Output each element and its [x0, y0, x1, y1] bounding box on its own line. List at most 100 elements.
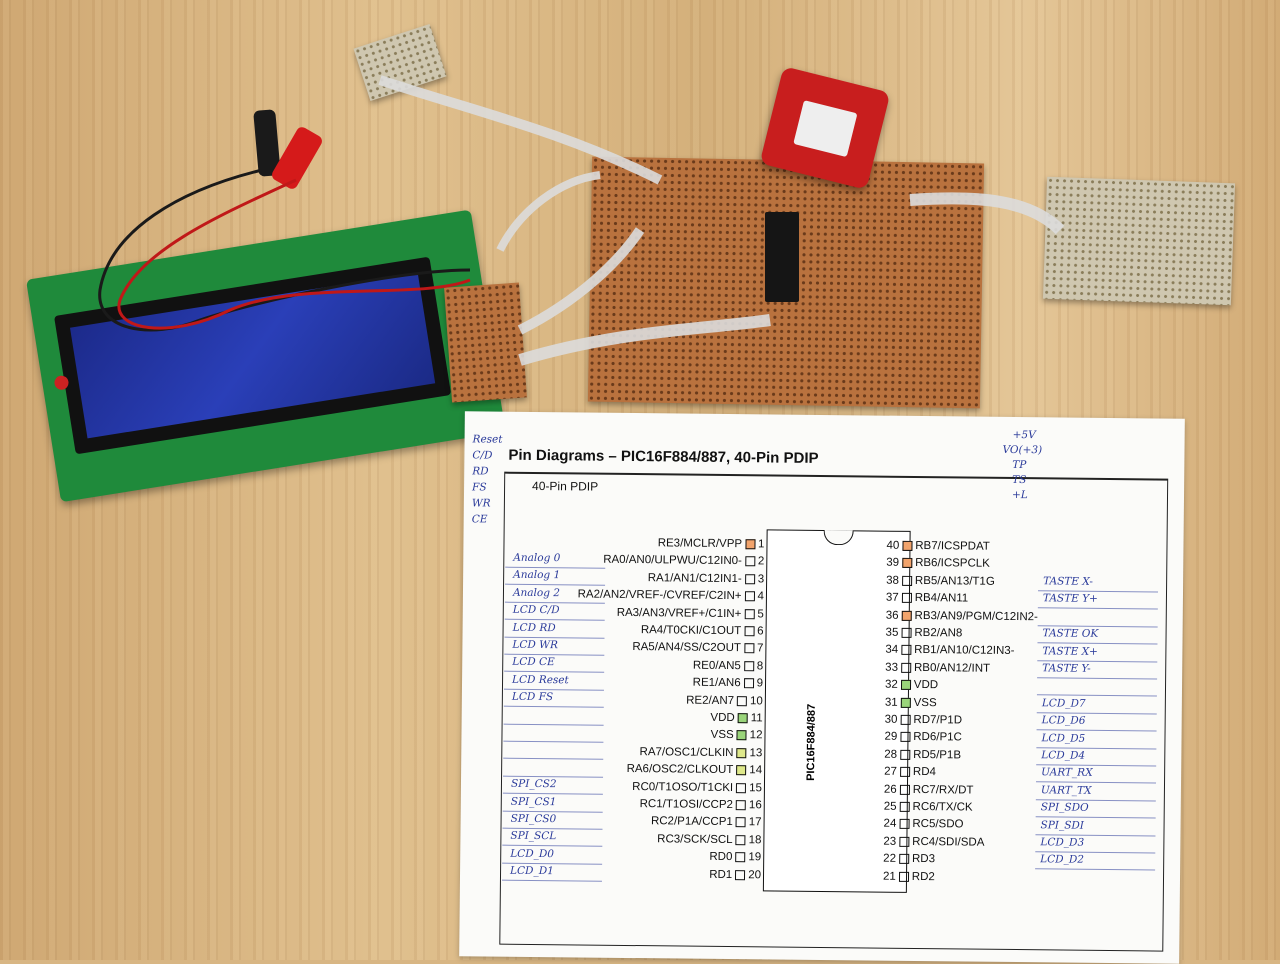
pin-label: RC3/SCK/SCL — [657, 833, 733, 846]
pin-label: RA7/OSC1/CLKIN — [639, 745, 734, 759]
pin-row-left: RA2/AN2/VREF-/CVREF/C2IN+ 4 — [578, 589, 764, 603]
pin-marker — [899, 819, 910, 830]
pic-microcontroller-chip — [765, 212, 799, 302]
pin-marker — [900, 732, 911, 743]
handwritten-right-note: SPI_SDI — [1040, 818, 1085, 832]
pin-number: 16 — [748, 799, 762, 812]
pin-label: RD2 — [911, 870, 935, 883]
pin-row-left: RC1/T1OSI/CCP2 16 — [640, 798, 762, 811]
pin-label: RE2/AN7 — [686, 694, 735, 707]
pin-number: 40 — [886, 539, 900, 552]
handwritten-left-note: SPI_CS1 — [510, 795, 557, 808]
pin-number: 37 — [885, 591, 899, 604]
handwritten-left-note: LCD_D0 — [510, 847, 555, 860]
pin-number: 39 — [886, 557, 900, 570]
pin-marker — [901, 575, 912, 586]
handwritten-right-note: UART_RX — [1041, 766, 1093, 780]
pin-marker — [744, 626, 755, 637]
pin-row-left: VDD 11 — [710, 712, 762, 725]
handwritten-margin-note: Reset — [472, 433, 503, 446]
handwritten-right-note: TASTE Y+ — [1042, 592, 1098, 606]
pin-marker — [735, 800, 747, 811]
pin-number: 3 — [757, 573, 765, 586]
pin-label: RA0/AN0/ULPWU/C12IN0- — [603, 554, 742, 568]
handwritten-margin-note: FS — [472, 481, 487, 494]
pin-label: RB7/ICSPDAT — [915, 539, 990, 553]
pin-marker — [744, 573, 755, 585]
handwritten-left-note: LCD RD — [512, 621, 556, 634]
pin-label: VDD — [710, 711, 735, 725]
pin-label: RA4/T0CKI/C1OUT — [640, 624, 742, 638]
handwritten-top-note: +L — [1011, 488, 1028, 502]
handwritten-left-note: LCD_D1 — [509, 864, 554, 878]
pin-marker — [898, 853, 910, 865]
handwritten-margin-note: C/D — [472, 449, 493, 462]
pin-label: RC7/RX/DT — [912, 783, 974, 797]
pin-number: 17 — [748, 816, 762, 829]
pin-row-right: 30 RD7/P1D — [885, 714, 962, 727]
pin-number: 9 — [756, 677, 764, 690]
pin-number: 4 — [757, 590, 765, 603]
handwritten-margin-note: WR — [471, 497, 491, 510]
pin-marker — [899, 801, 910, 812]
pin-number: 8 — [756, 660, 764, 673]
pin-marker — [744, 591, 755, 602]
pin-marker — [737, 695, 748, 706]
handwritten-left-note: Analog 0 — [513, 551, 561, 565]
pin-number: 23 — [883, 835, 897, 848]
pin-marker — [735, 869, 746, 880]
handwritten-left-note: Analog 2 — [512, 586, 561, 600]
pin-marker — [899, 784, 910, 795]
pin-label: VSS — [710, 729, 734, 742]
pin-label: RD1 — [709, 868, 733, 881]
pin-label: RD7/P1D — [913, 713, 963, 727]
handwritten-left-note: LCD WR — [512, 638, 558, 652]
pin-label: RA2/AN2/VREF-/CVREF/C2IN+ — [577, 588, 742, 603]
pin-label: RD4 — [912, 766, 936, 779]
pin-label: RC6/TX/CK — [912, 800, 973, 814]
pin-marker — [900, 697, 911, 708]
pin-marker — [736, 730, 747, 741]
handwritten-right-note: LCD_D3 — [1040, 836, 1085, 849]
handwritten-right-note: LCD_D6 — [1041, 714, 1086, 727]
pin-number: 30 — [884, 713, 898, 726]
handwritten-left-note: LCD C/D — [512, 603, 560, 617]
pin-label: RC1/T1OSI/CCP2 — [639, 798, 734, 812]
pin-number: 5 — [757, 607, 764, 620]
pin-label: RB2/AN8 — [914, 626, 963, 640]
pin-label: RD5/P1B — [913, 748, 962, 762]
chip-name-label: PIC16F884/887 — [805, 703, 818, 781]
pin-label: VSS — [913, 696, 937, 709]
pin-number: 11 — [750, 712, 763, 725]
pin-marker — [898, 871, 909, 882]
pin-marker — [737, 713, 748, 724]
pin-marker — [901, 610, 912, 621]
pin-number: 22 — [883, 852, 897, 865]
lcd-screen — [70, 272, 436, 439]
pin-marker — [736, 782, 747, 793]
pin-marker — [745, 539, 756, 550]
handwritten-top-note: +5V — [1012, 428, 1036, 442]
handwritten-right-note: LCD_D7 — [1041, 697, 1086, 710]
sheet-title: Pin Diagrams – PIC16F884/887, 40-Pin PDI… — [508, 446, 819, 467]
handwritten-right-note: TASTE X+ — [1042, 644, 1098, 658]
pin-number: 34 — [885, 644, 899, 657]
